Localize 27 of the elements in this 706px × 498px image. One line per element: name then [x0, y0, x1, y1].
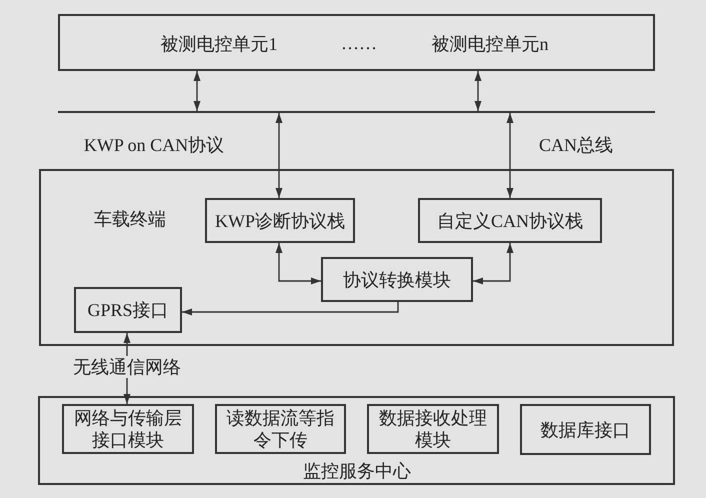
module-box: 数据接收处理模块: [367, 404, 499, 454]
arrow: [474, 71, 482, 111]
unit-label: 被测电控单元1: [160, 33, 278, 55]
edge-label: 无线通信网络: [71, 356, 183, 378]
terminal-label: 车载终端: [94, 208, 166, 230]
module-box: 自定义CAN协议栈: [418, 198, 602, 243]
module-box: 读数据流等指令下传: [215, 404, 346, 454]
ellipsis-label: ……: [341, 32, 377, 54]
arrow: [276, 243, 321, 284]
arrow: [276, 113, 282, 198]
bus-line: [58, 111, 655, 113]
edge-label: CAN总线: [537, 134, 615, 156]
arrow: [473, 243, 514, 284]
terminal-box: [39, 169, 674, 346]
center-label: 监控服务中心: [303, 460, 411, 482]
arrow: [506, 113, 514, 198]
edge-label: KWP on CAN协议: [82, 134, 226, 156]
module-box: KWP诊断协议栈: [205, 198, 355, 243]
interface-box: 数据库接口: [520, 404, 651, 455]
arrow: [182, 302, 399, 316]
device-box: [58, 14, 655, 71]
arrow: [194, 71, 200, 111]
module-box: 协议转换模块: [321, 257, 473, 302]
service-center-box: [38, 396, 675, 485]
interface-box: GPRS接口: [74, 287, 182, 333]
unit-label: 被测电控单元n: [432, 33, 548, 55]
module-box: 网络与传输层接口模块: [62, 404, 194, 454]
